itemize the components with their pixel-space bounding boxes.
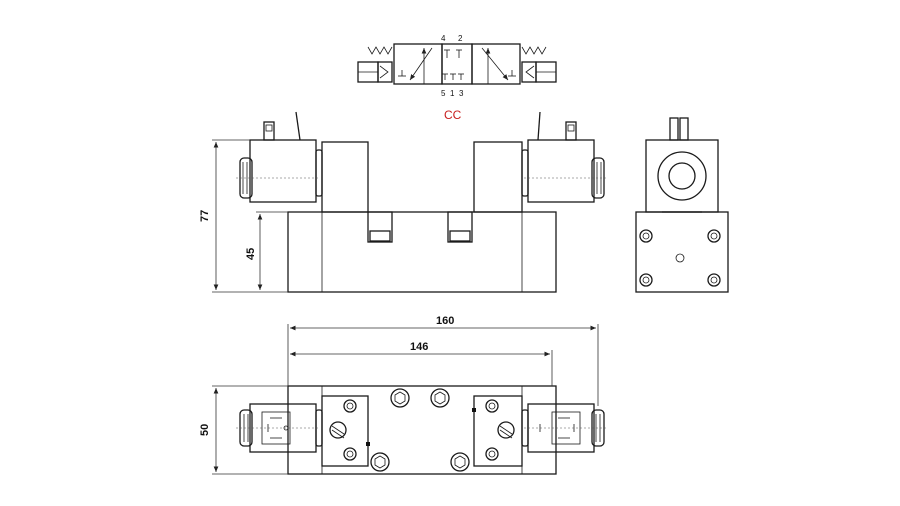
left-coil-terminal [263, 121, 275, 141]
side-view [635, 117, 729, 293]
pneumatic-symbol: 4 2 5 1 3 [357, 34, 557, 98]
left-coil [249, 139, 317, 203]
left-spring-icon [367, 46, 393, 55]
top-view [236, 385, 608, 475]
dim-50-label: 50 [199, 424, 211, 436]
right-coil-terminal [565, 121, 577, 141]
right-spring-icon [521, 46, 547, 55]
side-body [635, 211, 729, 293]
port-label-3: 3 [459, 89, 464, 98]
dimension-overall-height: 77 [199, 139, 288, 293]
front-view [236, 111, 608, 293]
valve-body [287, 211, 557, 293]
left-coil-top [249, 403, 317, 453]
top-body [287, 385, 557, 475]
port-label-4: 4 [441, 34, 446, 43]
dim-77-label: 77 [199, 210, 211, 222]
model-code-label: CC [444, 108, 462, 122]
port-label-5: 5 [441, 89, 446, 98]
side-coil [645, 139, 719, 213]
right-pilot-symbol [521, 61, 537, 83]
dim-45-label: 45 [245, 248, 257, 260]
dimension-overall-length: 160 [287, 315, 599, 406]
right-pilot-housing [473, 141, 523, 213]
left-pilot-symbol [377, 61, 393, 83]
valve-position-left [393, 43, 443, 85]
dim-146-label: 146 [410, 341, 428, 353]
left-pilot-housing [321, 141, 369, 213]
dimension-width: 50 [199, 385, 288, 475]
valve-position-right [471, 43, 521, 85]
dimension-body-length: 146 [290, 341, 553, 386]
port-label-1: 1 [450, 89, 455, 98]
dimension-body-height: 45 [245, 211, 288, 290]
left-pilot-plate [321, 395, 369, 467]
dim-160-label: 160 [436, 315, 454, 327]
port-label-2: 2 [458, 34, 463, 43]
right-coil [527, 139, 595, 203]
